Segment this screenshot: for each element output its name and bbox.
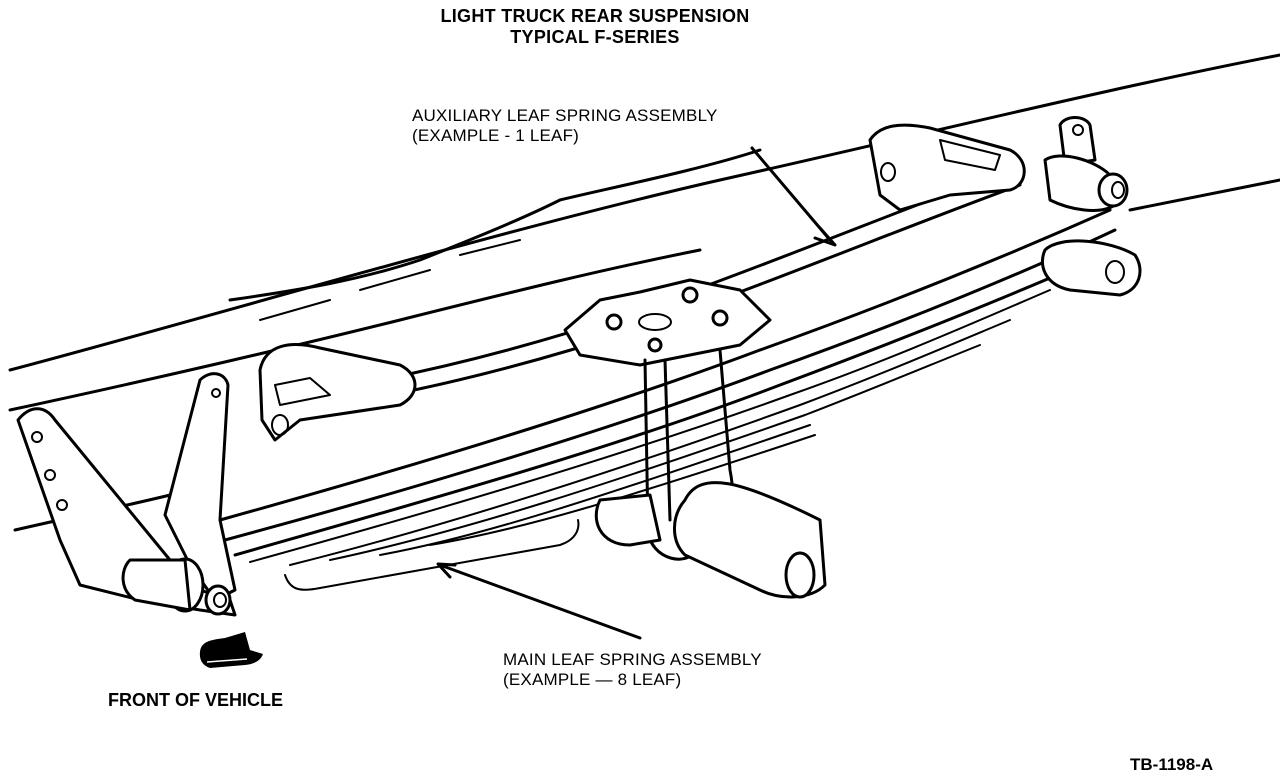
diagram-title: LIGHT TRUCK REAR SUSPENSION TYPICAL F-SE… [360, 6, 830, 47]
axle-housing [594, 481, 827, 599]
main-callout-line-2: (EXAMPLE — 8 LEAF) [503, 669, 682, 689]
rear-shackle-bracket [868, 116, 1142, 297]
figure-id: TB-1198-A [1130, 755, 1214, 774]
front-of-vehicle-label: FRONT OF VEHICLE [108, 690, 283, 710]
main-callout-line-1: MAIN LEAF SPRING ASSEMBLY [503, 650, 762, 669]
auxiliary-spring-callout: AUXILIARY LEAF SPRING ASSEMBLY (EXAMPLE … [412, 106, 718, 145]
front-arrow-icon [199, 632, 263, 668]
auxiliary-leader-line [750, 146, 832, 242]
auxiliary-callout-line-1: AUXILIARY LEAF SPRING ASSEMBLY [412, 106, 718, 125]
front-hanger-bracket [16, 372, 237, 617]
auxiliary-callout-line-2: (EXAMPLE - 1 LEAF) [412, 125, 580, 145]
main-leaf-spring [218, 208, 1117, 566]
title-line-1: LIGHT TRUCK REAR SUSPENSION [440, 6, 750, 26]
frame-rail [8, 53, 1280, 532]
leader-lines [284, 146, 837, 640]
main-leader-line [438, 563, 642, 640]
main-spring-callout: MAIN LEAF SPRING ASSEMBLY (EXAMPLE — 8 L… [503, 650, 762, 689]
auxiliary-front-bracket [258, 343, 417, 442]
title-line-2: TYPICAL F-SERIES [510, 26, 680, 47]
